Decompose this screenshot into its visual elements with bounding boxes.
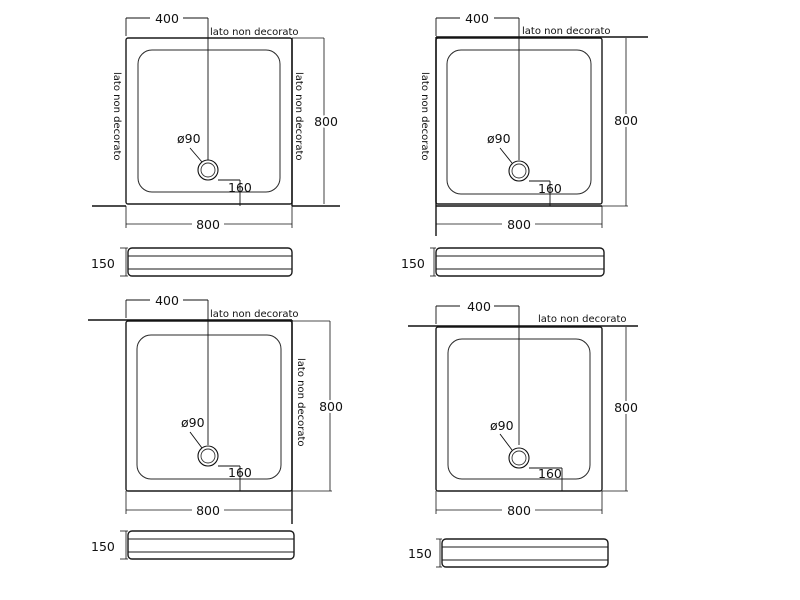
profile-2: 150 [401, 247, 605, 277]
drain-offset-label: 160 [538, 466, 562, 481]
drain-inner-ring [511, 163, 527, 179]
undecorated-side-right: lato non decorato [293, 72, 304, 161]
dim-400-label: 400 [155, 11, 179, 26]
dim-width-label: 800 [507, 503, 531, 518]
profile-3: 150 [91, 530, 295, 560]
tray-basin [136, 334, 282, 480]
view-3: 400 800 800 ø90 160 lato non decorato la… [88, 293, 345, 524]
profile-1: 150 [91, 247, 293, 277]
profile-height-label: 150 [91, 256, 115, 271]
drain-diameter-label: ø90 [181, 415, 205, 430]
dim-width-label: 800 [196, 217, 220, 232]
drain-inner-ring [511, 450, 527, 466]
drain-diameter-leader [189, 147, 203, 163]
undecorated-side-left: lato non decorato [419, 72, 430, 161]
drain-diameter-label: ø90 [490, 418, 514, 433]
dim-height-label: 800 [314, 114, 338, 129]
drain-inner-ring [200, 448, 216, 464]
profile-4: 150 [408, 538, 609, 568]
dim-400-label: 400 [467, 299, 491, 314]
drain-offset-label: 160 [538, 181, 562, 196]
drain-offset-label: 160 [228, 180, 252, 195]
undecorated-side-top: lato non decorato [210, 27, 299, 38]
view-1: 400 800 800 ø90 160 lato non decorato la… [92, 11, 340, 232]
drain-diameter-leader [189, 431, 203, 449]
drain-diameter-leader [499, 433, 513, 451]
dim-400-label: 400 [465, 11, 489, 26]
drain-diameter-label: ø90 [487, 131, 511, 146]
drain-offset-label: 160 [228, 465, 252, 480]
view-4: 400 800 800 ø90 160 lato non decorato [408, 299, 640, 518]
undecorated-side-right: lato non decorato [295, 358, 306, 447]
profile-height-label: 150 [408, 546, 432, 561]
drain-diameter-label: ø90 [177, 131, 201, 146]
dim-height-label: 800 [614, 113, 638, 128]
dim-height-label: 800 [319, 399, 343, 414]
undecorated-side-top: lato non decorato [210, 309, 299, 320]
dim-height-label: 800 [614, 400, 638, 415]
profile-body [435, 247, 605, 277]
undecorated-side-left: lato non decorato [111, 72, 122, 161]
drain-diameter-leader [499, 147, 513, 164]
dim-width-label: 800 [196, 503, 220, 518]
drain-inner-ring [200, 162, 216, 178]
undecorated-side-top: lato non decorato [522, 26, 611, 37]
profile-body [127, 530, 295, 560]
tray-basin [137, 49, 281, 193]
view-2: 400 800 800 ø90 160 lato non decorato la… [419, 11, 648, 236]
profile-height-label: 150 [91, 539, 115, 554]
profile-body [441, 538, 609, 568]
profile-body [127, 247, 293, 277]
dim-400-label: 400 [155, 293, 179, 308]
profile-height-label: 150 [401, 256, 425, 271]
undecorated-side-top: lato non decorato [538, 314, 627, 325]
dim-width-label: 800 [507, 217, 531, 232]
